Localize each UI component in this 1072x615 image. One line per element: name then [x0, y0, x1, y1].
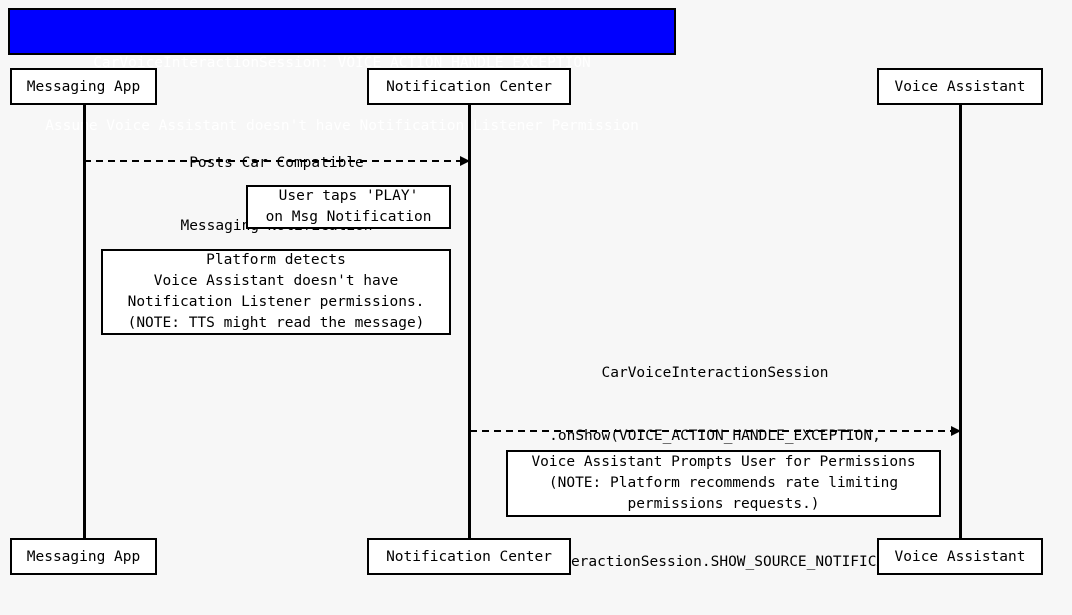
- participant-box-voice-assistant-top[interactable]: Voice Assistant: [877, 68, 1043, 105]
- message-line: .onShow(VOICE_ACTION_HANDLE_EXCEPTION,: [549, 428, 881, 444]
- participant-box-messaging-app-top[interactable]: Messaging App: [10, 68, 157, 105]
- participant-box-voice-assistant-bottom[interactable]: Voice Assistant: [877, 538, 1043, 575]
- message-line: CarVoiceInteractionSession: [601, 365, 829, 381]
- note-line: Voice Assistant Prompts User for Permiss…: [531, 454, 916, 470]
- diagram-title-line-1: CarVoiceInteractionSession: VOICE_ACTION…: [93, 55, 591, 71]
- note-line: User taps 'PLAY': [278, 188, 419, 204]
- arrow-head-icon: [460, 156, 470, 166]
- note-line: Voice Assistant doesn't have: [153, 273, 399, 289]
- sequence-diagram-canvas: CarVoiceInteractionSession: VOICE_ACTION…: [8, 8, 1043, 575]
- participant-label: Notification Center: [386, 548, 552, 565]
- diagram-title-line-2: Assume Voice Assistant doesn't have Noti…: [45, 118, 639, 134]
- arrow-shaft: [470, 430, 952, 432]
- participant-label: Voice Assistant: [894, 548, 1026, 565]
- lifeline-voice-assistant: [959, 104, 962, 539]
- message-arrow-post-notification: [84, 156, 470, 166]
- arrow-shaft: [84, 160, 461, 162]
- participant-label: Notification Center: [386, 78, 552, 95]
- participant-box-messaging-app-bottom[interactable]: Messaging App: [10, 538, 157, 575]
- participant-box-notification-center-bottom[interactable]: Notification Center: [367, 538, 571, 575]
- message-line: Posts Car Compatible: [189, 155, 364, 171]
- participant-label: Messaging App: [26, 78, 141, 95]
- participant-label: Messaging App: [26, 548, 141, 565]
- note-line: (NOTE: TTS might read the message): [127, 315, 425, 331]
- note-platform-detects: Platform detects Voice Assistant doesn't…: [101, 249, 451, 335]
- note-line: (NOTE: Platform recommends rate limiting: [548, 475, 899, 491]
- note-line: Notification Listener permissions.: [127, 294, 425, 310]
- diagram-title-banner: CarVoiceInteractionSession: VOICE_ACTION…: [8, 8, 676, 134]
- note-line: Platform detects: [206, 252, 346, 268]
- note-user-taps-play: User taps 'PLAY' on Msg Notification: [246, 185, 451, 229]
- message-line: VoiceInteractionSession.SHOW_SOURCE_NOTI…: [501, 554, 929, 570]
- note-prompt-for-permissions: Voice Assistant Prompts User for Permiss…: [506, 450, 941, 517]
- arrow-head-icon: [951, 426, 961, 436]
- note-line: on Msg Notification: [265, 209, 432, 225]
- participant-box-notification-center-top[interactable]: Notification Center: [367, 68, 571, 105]
- participant-label: Voice Assistant: [894, 78, 1026, 95]
- lifeline-notification-center: [468, 104, 471, 539]
- lifeline-messaging-app: [83, 104, 86, 539]
- note-line: permissions requests.): [627, 496, 820, 512]
- message-arrow-on-show-callback: [470, 426, 961, 436]
